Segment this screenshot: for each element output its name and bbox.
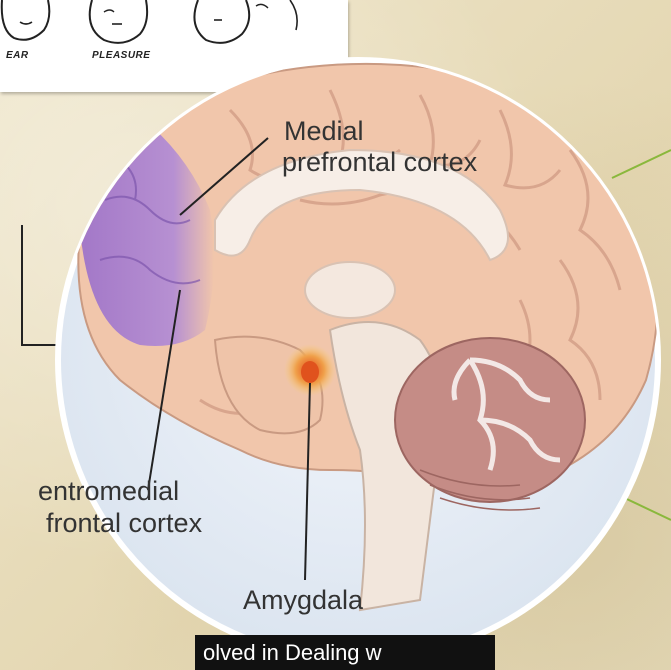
amygdala <box>301 361 319 383</box>
label-medial-line2: prefrontal cortex <box>282 147 477 177</box>
label-ventromedial-line2: frontal cortex <box>46 508 202 538</box>
label-amygdala: Amygdala <box>243 585 363 615</box>
thalamus <box>305 262 395 318</box>
caption-bar: olved in Dealing w <box>195 635 495 670</box>
label-medial-line1: Medial <box>284 116 364 146</box>
label-ventromedial-line1: entromedial <box>38 476 179 506</box>
